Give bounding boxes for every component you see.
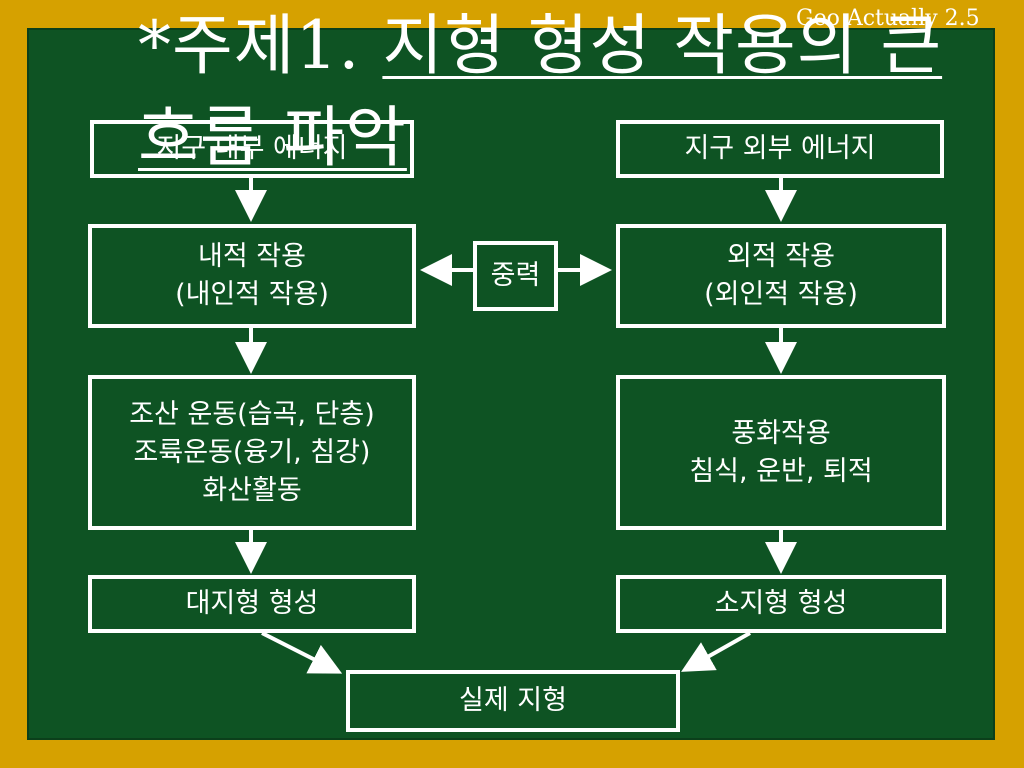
large-landform-box: 대지형 형성 [88,575,416,633]
internal-energy-box: 지구 내부 에너지 [90,120,414,178]
internal-detail-box: 조산 운동(습곡, 단층) 조륙운동(융기, 침강) 화산활동 [88,375,416,530]
external-process-box: 외적 작용 (외인적 작용) [616,224,946,328]
external-detail-box: 풍화작용 침식, 운반, 퇴적 [616,375,946,530]
arrow-large-to-actual [261,631,343,674]
actual-landform-box: 실제 지형 [346,670,680,732]
gravity-box: 중력 [473,241,558,311]
watermark-text: Geo Actually 2.5 [796,6,980,31]
arrow-small-to-actual [681,631,751,672]
external-energy-box: 지구 외부 에너지 [616,120,944,178]
small-landform-box: 소지형 형성 [616,575,946,633]
slide-title: *주제1. 지형 형성 작용의 큰 흐름 파악 [138,0,998,184]
title-prefix: *주제1. [138,7,383,84]
internal-process-box: 내적 작용 (내인적 작용) [88,224,416,328]
title-underlined-text: 지형 형성 작용의 큰 흐름 파악 [138,7,943,176]
